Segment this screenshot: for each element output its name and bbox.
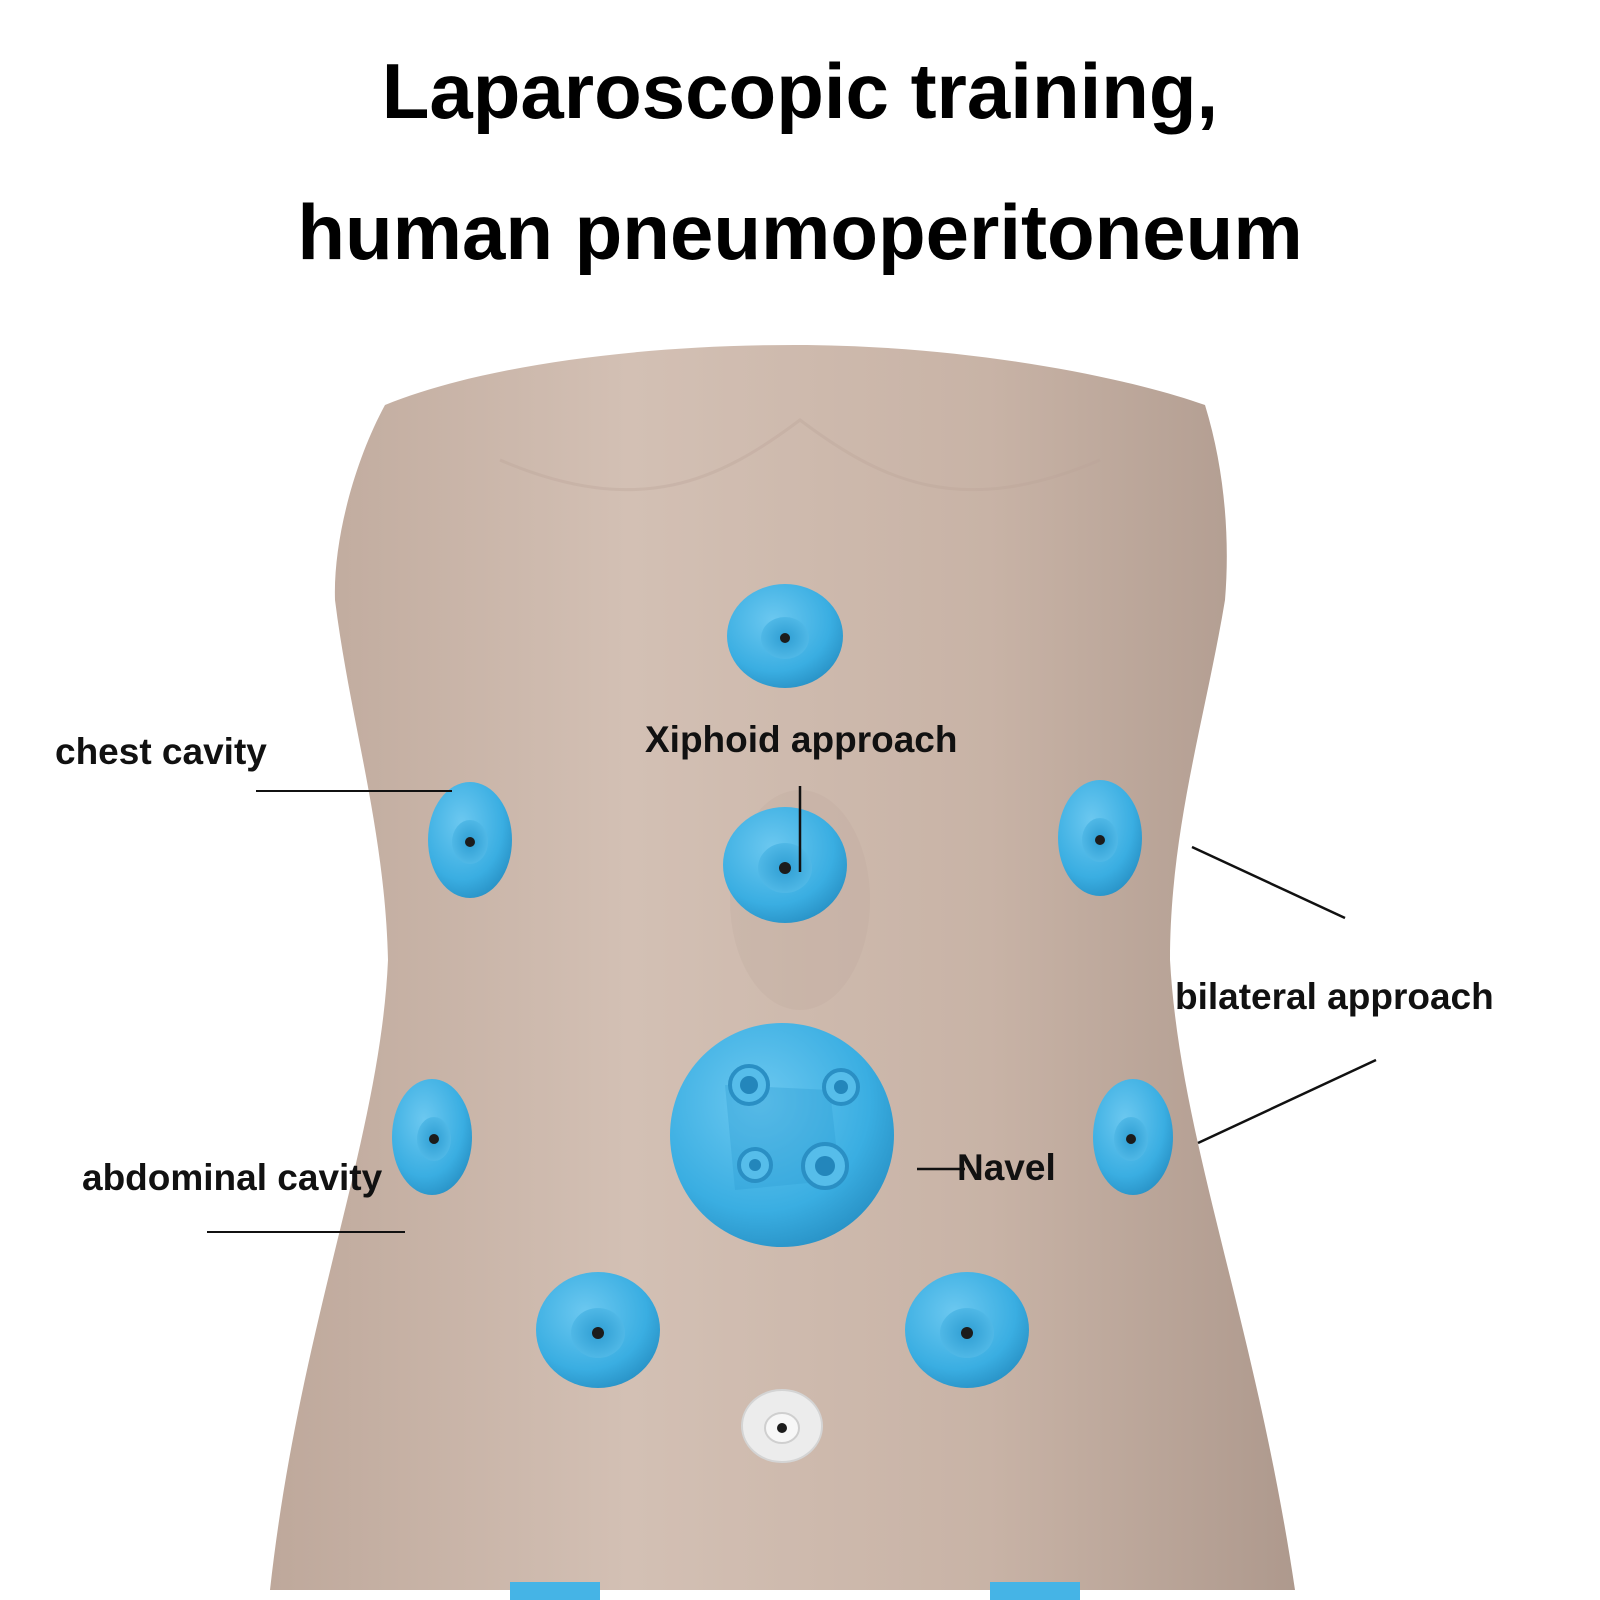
port-xiphoid	[723, 807, 847, 923]
torso-body	[270, 345, 1295, 1590]
label-navel: Navel	[957, 1147, 1056, 1188]
port-white-lower	[741, 1389, 823, 1463]
leader-bilateral-lower	[1197, 1058, 1377, 1145]
port-lower-right	[905, 1272, 1029, 1388]
stand-foot-right	[990, 1582, 1080, 1600]
port-lower-left	[536, 1272, 660, 1388]
chest-shading	[499, 418, 1101, 492]
label-bilateral-approach: bilateral approach	[1175, 976, 1494, 1017]
label-abdominal-cavity: abdominal cavity	[82, 1157, 383, 1198]
label-xiphoid-approach: Xiphoid approach	[645, 719, 958, 760]
port-navel	[670, 1023, 894, 1247]
leader-bilateral-upper	[1191, 845, 1346, 920]
title-line-1: Laparoscopic training,	[381, 47, 1219, 135]
port-abdomen-right	[1093, 1079, 1173, 1195]
port-chest-left	[428, 782, 512, 898]
port-chest-right	[1058, 780, 1142, 896]
port-abdomen-left	[392, 1079, 472, 1195]
label-chest-cavity: chest cavity	[55, 731, 267, 772]
port-xiphoid-upper	[727, 584, 843, 688]
stand-foot-left	[510, 1582, 600, 1600]
title-line-2: human pneumoperitoneum	[297, 188, 1303, 276]
